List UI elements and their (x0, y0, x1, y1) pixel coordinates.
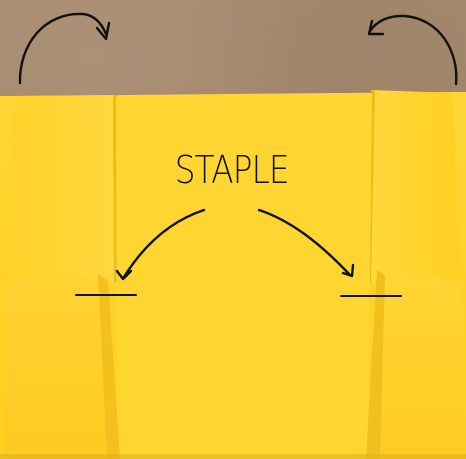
curved-arrow-right-top-icon (370, 16, 456, 84)
bottom-shadow (0, 454, 466, 459)
staple-label: STAPLE (181, 146, 282, 194)
curved-arrow-left-top-head (97, 23, 109, 39)
left-folded-flap (5, 95, 117, 282)
right-folded-flap (368, 90, 460, 283)
curved-arrow-left-top-icon (20, 14, 106, 83)
